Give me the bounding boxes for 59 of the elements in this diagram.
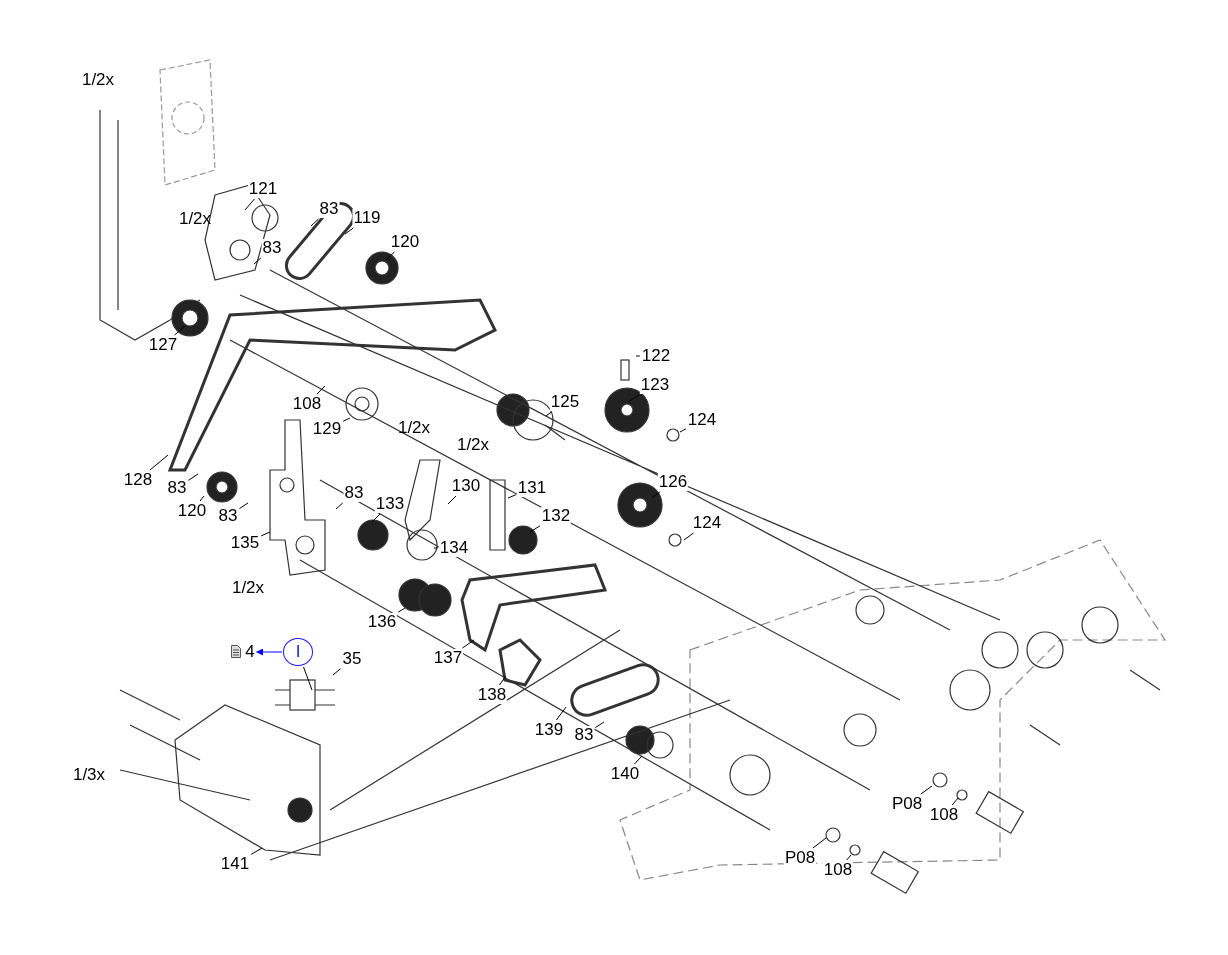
callout-number: 121 <box>247 180 279 198</box>
leader-line <box>846 854 852 861</box>
leader-line <box>260 531 271 537</box>
leader-line <box>683 532 694 541</box>
callout-number: 125 <box>549 393 581 411</box>
leader-line <box>238 502 249 510</box>
callout-number: 119 <box>352 209 382 227</box>
quantity-note: 1/2x <box>177 210 213 228</box>
leader-line <box>461 639 475 649</box>
leader-line <box>253 257 262 265</box>
leader-line <box>498 675 507 686</box>
leader-line <box>303 666 313 691</box>
leader-line <box>635 355 641 357</box>
leader-line <box>397 607 406 613</box>
quantity-note: 1/2x <box>455 436 491 454</box>
callout-number: P08 <box>783 849 817 867</box>
leader-line <box>529 525 541 533</box>
quantity-note: 1/2x <box>396 419 432 437</box>
callout-number: 132 <box>540 507 572 525</box>
leader-line <box>371 513 381 523</box>
leader-line <box>679 428 687 433</box>
leader-line <box>250 847 263 855</box>
quantity-note: 1/2x <box>230 579 266 597</box>
leader-line <box>310 218 319 227</box>
leader-line <box>344 227 354 235</box>
callout-number: 134 <box>438 539 470 557</box>
leader-line <box>316 385 326 395</box>
leader-line <box>174 325 186 336</box>
callout-number: 133 <box>374 495 406 513</box>
callout-number: 83 <box>318 200 340 218</box>
leader-line <box>199 495 205 502</box>
leader-line <box>335 502 344 510</box>
callout-number: 83 <box>343 484 365 502</box>
leader-line <box>244 198 255 211</box>
reference-circle: I <box>283 638 313 666</box>
leader-line <box>447 495 457 505</box>
leader-line <box>433 547 439 549</box>
leader-line <box>545 411 552 417</box>
leader-line <box>342 417 351 422</box>
leader-line <box>633 755 643 765</box>
quantity-note: 1/2x <box>80 71 116 89</box>
leader-line <box>627 394 640 403</box>
leader-line <box>149 454 169 471</box>
leader-line <box>332 668 342 676</box>
leader-line <box>651 491 661 499</box>
leader-line <box>385 251 395 261</box>
callout-number: 126 <box>657 473 689 491</box>
callout-number: 138 <box>476 686 508 704</box>
leader-line <box>920 785 933 795</box>
leader-line <box>812 837 827 849</box>
leader-line <box>507 494 517 499</box>
callout-number: 131 <box>516 479 548 497</box>
callout-number: 123 <box>639 376 671 394</box>
leader-line <box>951 797 959 806</box>
quantity-note: 1/3x <box>71 766 107 784</box>
leader-line <box>187 473 199 481</box>
arrow <box>256 648 283 656</box>
leader-line <box>555 706 567 721</box>
leader-line <box>594 721 605 729</box>
